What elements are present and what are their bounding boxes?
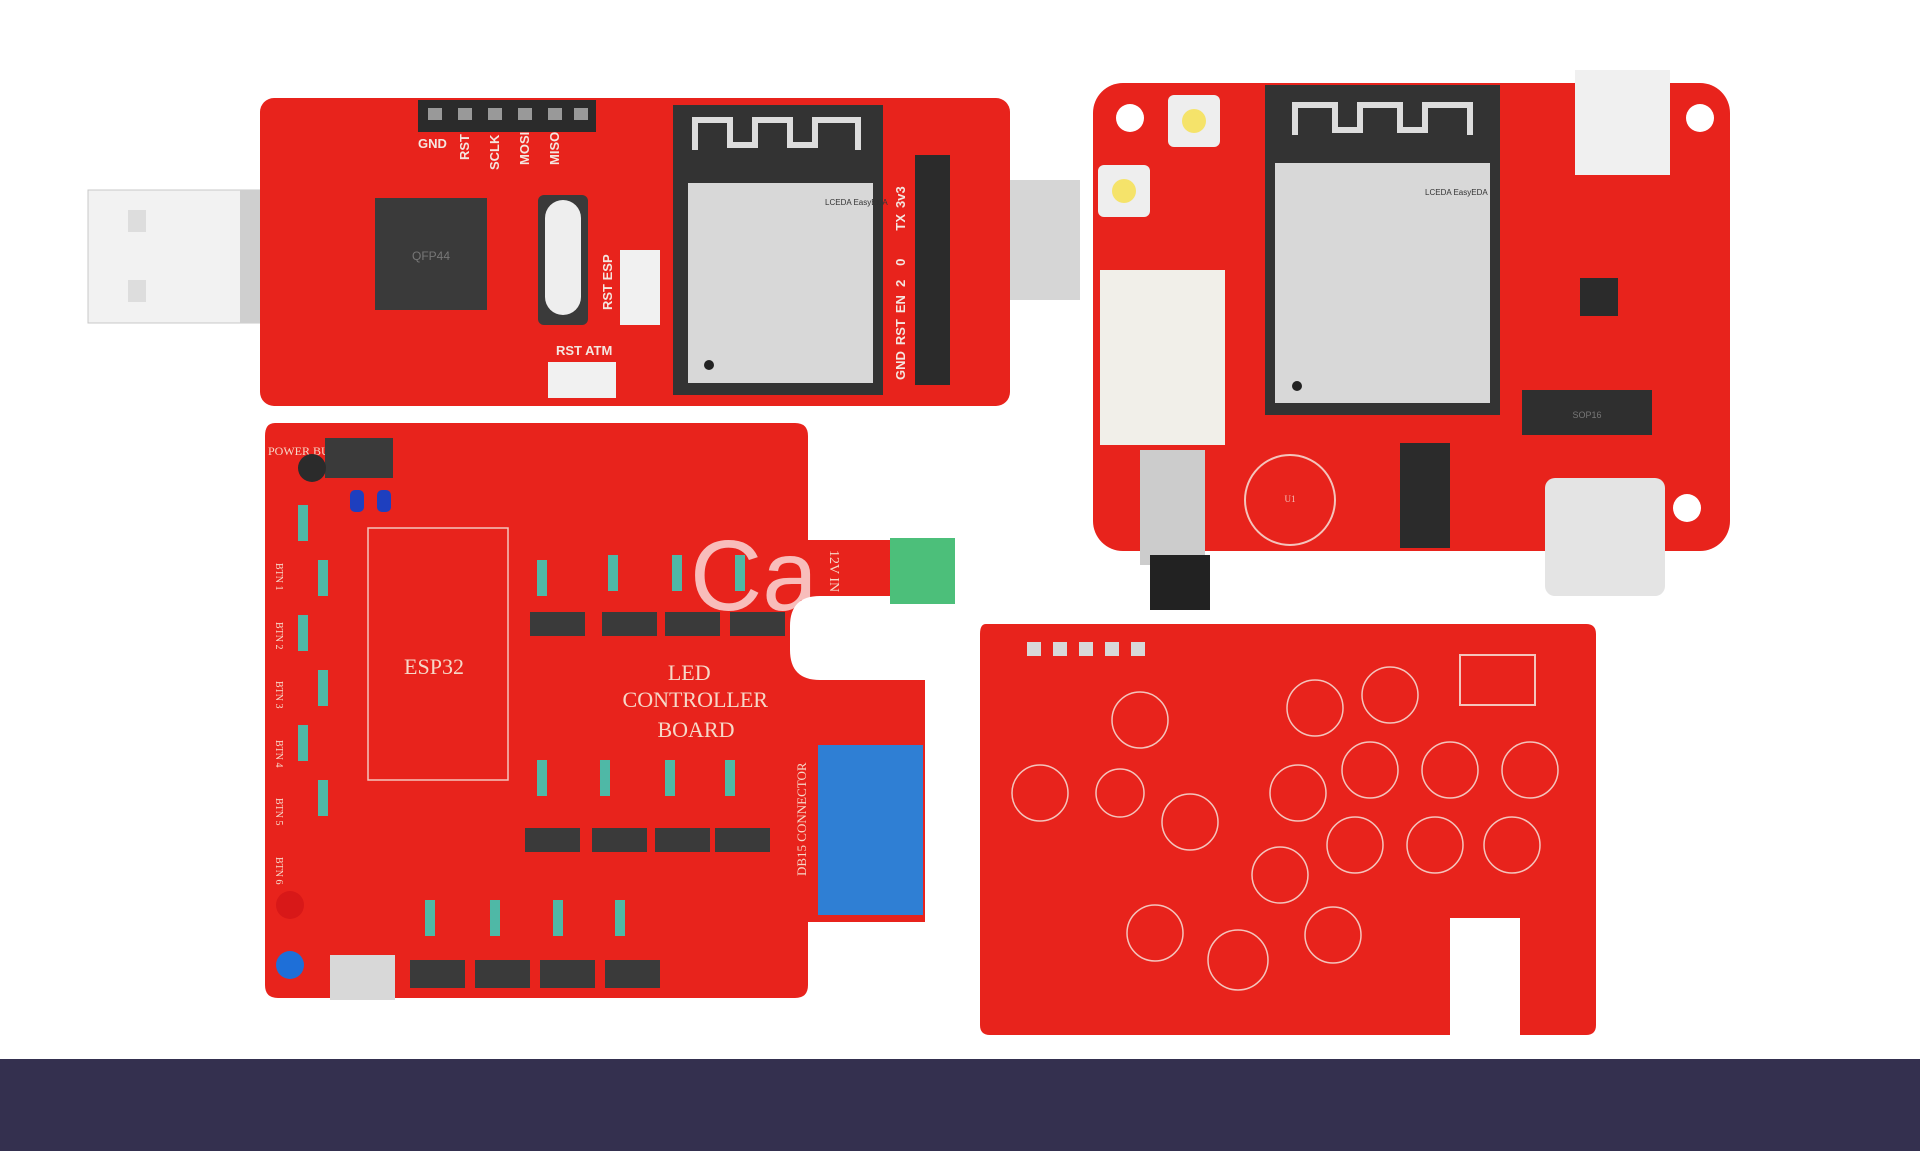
db15-connector (818, 745, 923, 915)
mosfets (410, 612, 785, 988)
usb-a-plug (87, 189, 264, 324)
encoder-spring (1140, 450, 1205, 565)
pin-label-gnd: GND (418, 136, 447, 151)
rst-atm-label: RST ATM (556, 343, 612, 358)
footer-band (0, 1059, 1920, 1151)
red-led-button[interactable] (276, 891, 304, 919)
svg-text:BTN 4: BTN 4 (273, 740, 284, 768)
rst-atm-button[interactable] (548, 362, 616, 398)
esp-module: LCEDA EasyEDA (1265, 85, 1500, 415)
pin-label-rst: RST (457, 134, 472, 160)
module-logo: LCEDA EasyEDA (825, 198, 888, 207)
qfn-chip (1580, 278, 1618, 316)
svg-text:BTN 5: BTN 5 (273, 798, 284, 826)
usb-programmer-board: GND RST SCLK MOSI MISO QFP44 RST ESP RST… (260, 98, 1010, 406)
antenna-trace (692, 117, 861, 150)
svg-text:BTN 2: BTN 2 (273, 622, 284, 650)
led-controller-board: POWER BU ESP32 BTN 1 BTN 2 BTN 3 BTN 4 B… (265, 423, 955, 1000)
pin-label-sclk: SCLK (487, 134, 502, 170)
regulator (1400, 443, 1450, 548)
svg-text:SOP16: SOP16 (1572, 410, 1601, 420)
qfp44-chip: QFP44 (375, 198, 487, 310)
side-pin-header (915, 155, 950, 385)
power-input-label: 12V IN (826, 550, 841, 592)
pin-header (418, 100, 596, 132)
usb-c-port (1545, 478, 1665, 596)
capacitor-outline (1244, 454, 1336, 546)
voltage-regulator (325, 438, 393, 478)
rst-esp-label: RST ESP (600, 254, 615, 310)
rst-esp-button[interactable] (620, 250, 660, 325)
led-matrix-board (980, 624, 1596, 1035)
resistors (298, 505, 745, 936)
esp32-footprint: ESP32 (367, 527, 509, 781)
header-pins (1027, 642, 1145, 656)
encoder-shaft (1150, 555, 1210, 610)
oled-footprint (1459, 654, 1536, 706)
sop16-chip: SOP16 (1522, 390, 1652, 435)
transistor (298, 454, 326, 482)
jst-connector (1575, 70, 1670, 175)
power-button-label: POWER BU (268, 444, 330, 458)
db15-label: DB15 CONNECTOR (794, 762, 809, 876)
esp32-label: ESP32 (404, 654, 464, 679)
side-pin-labels: GNDRSTEN20TX3v3 (893, 186, 908, 380)
module-logo: LCEDA EasyEDA (1425, 188, 1488, 197)
blue-led-button[interactable] (276, 951, 304, 979)
led-footprints (1011, 666, 1559, 991)
screw-terminal (890, 538, 955, 604)
chip-label: QFP44 (412, 249, 450, 263)
svg-text:BTN 3: BTN 3 (273, 681, 284, 709)
crystal-can (545, 200, 581, 315)
slide-switch[interactable] (330, 955, 395, 1000)
cap-label: U1 (1285, 494, 1296, 504)
usb-a-receptacle (1010, 180, 1080, 300)
svg-text:BTN 6: BTN 6 (273, 857, 284, 885)
esp-module: LCEDA EasyEDA (673, 105, 888, 395)
pin-label-miso: MISO (547, 132, 562, 165)
button-labels: BTN 1 BTN 2 BTN 3 BTN 4 BTN 5 BTN 6 (273, 563, 284, 885)
watermark: Ca (690, 520, 818, 632)
svg-text:BTN 1: BTN 1 (273, 563, 284, 591)
esp-module-board: LCEDA EasyEDA U1 SOP16 (1093, 70, 1730, 610)
pin-label-mosi: MOSI (517, 132, 532, 165)
board-title: LED CONTROLLER BOARD (623, 660, 774, 742)
rotary-encoder[interactable] (1100, 270, 1225, 445)
